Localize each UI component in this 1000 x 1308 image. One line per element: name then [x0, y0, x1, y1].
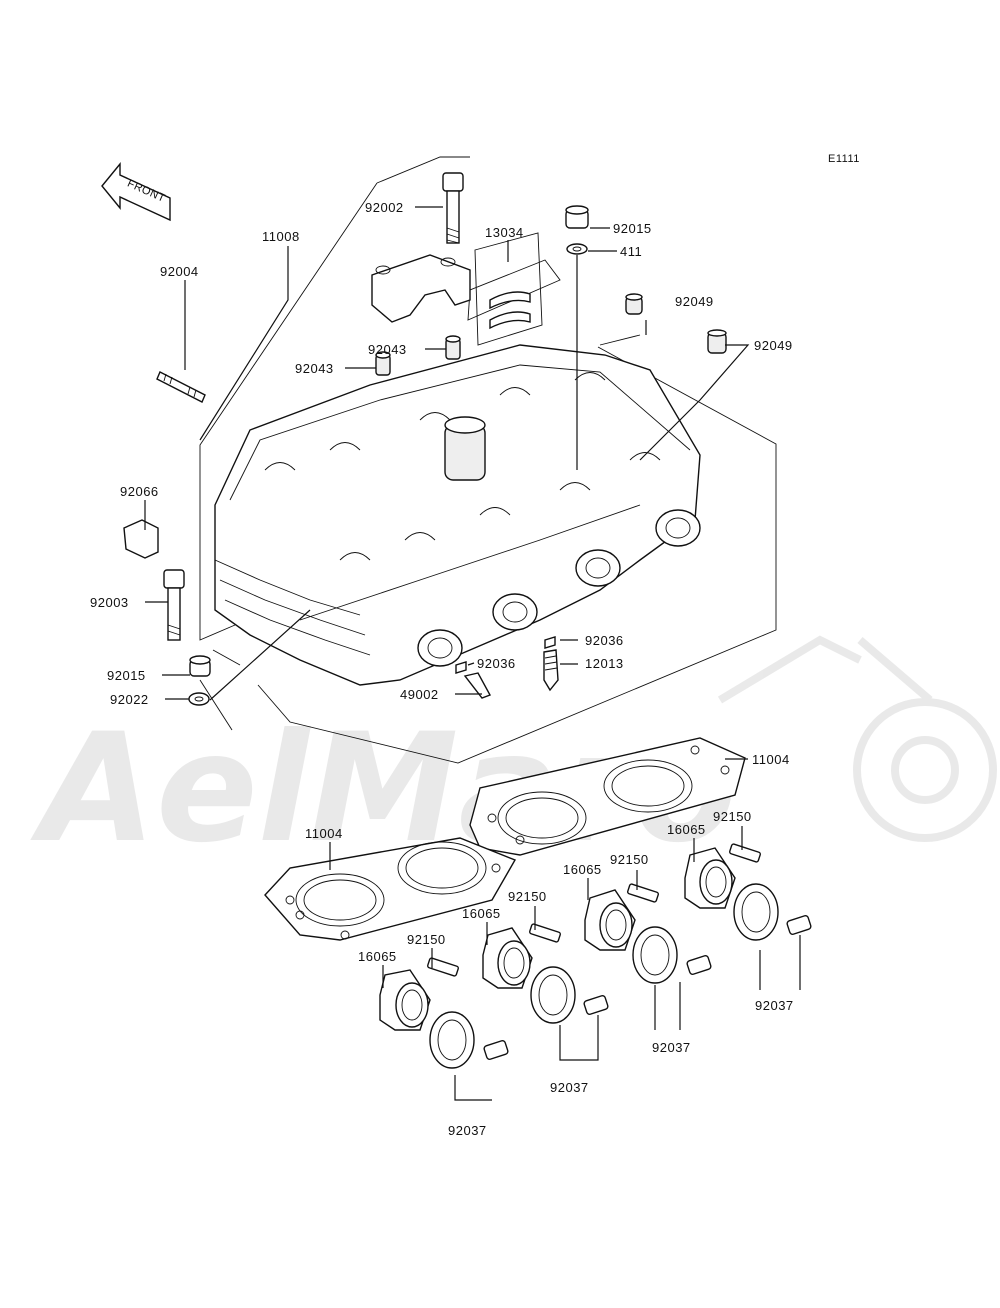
- label-11004-left: 11004: [305, 826, 343, 841]
- label-16065-a: 16065: [667, 822, 706, 837]
- label-92015-top: 92015: [613, 221, 652, 236]
- holder-16065-c: [584, 883, 712, 984]
- label-411: 411: [620, 244, 642, 259]
- diagram-code: E1111: [828, 153, 860, 165]
- label-92150-a: 92150: [713, 809, 752, 824]
- label-16065-c: 16065: [462, 906, 501, 921]
- rubber-92066: [123, 519, 159, 559]
- seal-92049-b: [707, 329, 727, 354]
- label-92036-lower: 92036: [477, 656, 516, 671]
- bolt-92002: [442, 172, 464, 244]
- washer-92022: [188, 692, 210, 706]
- label-92043-b: 92043: [295, 361, 334, 376]
- part-labels: 92002 13034 92015 411 11008 92049 92049 …: [90, 200, 794, 1138]
- seal-92049-a: [625, 293, 643, 315]
- label-92037-a: 92037: [755, 998, 794, 1013]
- guide-12013: [543, 649, 559, 692]
- label-92022: 92022: [110, 692, 149, 707]
- washer-411: [566, 243, 588, 255]
- label-92066: 92066: [120, 484, 159, 499]
- label-92037-b: 92037: [652, 1040, 691, 1055]
- label-92036-upper: 92036: [585, 633, 624, 648]
- label-92049-b: 92049: [754, 338, 793, 353]
- label-49002: 49002: [400, 687, 439, 702]
- label-92043-a: 92043: [368, 342, 407, 357]
- label-12013: 12013: [585, 656, 624, 671]
- label-92015-lower: 92015: [107, 668, 146, 683]
- stud-92004: [156, 371, 206, 403]
- label-92002: 92002: [365, 200, 404, 215]
- label-92004: 92004: [160, 264, 199, 279]
- bolt-92015-lower: [189, 655, 211, 677]
- label-92150-c: 92150: [508, 889, 547, 904]
- clip-92036-upper: [544, 636, 556, 649]
- label-11008: 11008: [262, 229, 300, 244]
- label-92049-a: 92049: [675, 294, 714, 309]
- label-16065-b: 16065: [563, 862, 602, 877]
- holder-16065-a: [379, 957, 509, 1069]
- label-92150-b: 92150: [610, 852, 649, 867]
- clip-92036-lower: [455, 661, 467, 674]
- label-92003: 92003: [90, 595, 129, 610]
- front-arrow-icon: FRONT: [101, 162, 171, 222]
- valve-49002: [463, 672, 492, 699]
- holder-16065-b: [482, 923, 609, 1024]
- cylinder-head: [214, 344, 701, 686]
- label-92037-c: 92037: [550, 1080, 589, 1095]
- bolt-92015-top: [565, 205, 589, 229]
- camshaft-cap: [371, 254, 471, 323]
- label-92037-d: 92037: [448, 1123, 487, 1138]
- label-16065-d: 16065: [358, 949, 397, 964]
- bolt-92003: [163, 569, 185, 641]
- label-13034: 13034: [485, 225, 524, 240]
- label-11004-right: 11004: [752, 752, 790, 767]
- bearing-13034: [474, 232, 543, 346]
- dowel-92043-a: [445, 335, 461, 360]
- label-92150-d: 92150: [407, 932, 446, 947]
- dowel-92043-b: [375, 351, 391, 376]
- gasket-11004-left: [264, 837, 517, 941]
- holder-16065-d: [684, 843, 812, 941]
- leader-lines: [144, 206, 801, 1101]
